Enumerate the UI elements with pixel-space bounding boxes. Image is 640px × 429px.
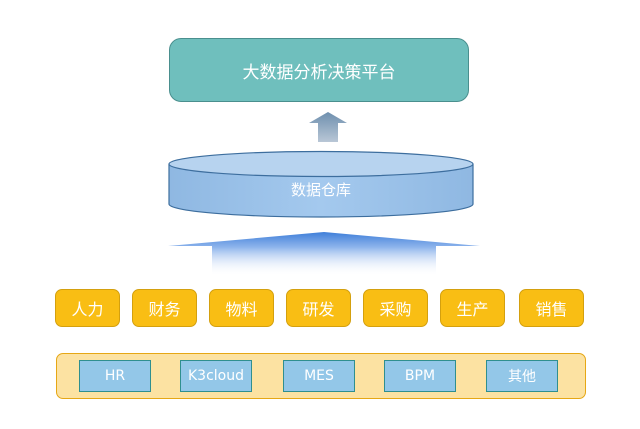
source-system-label: 其他: [508, 369, 536, 385]
source-system-label: K3cloud: [188, 368, 244, 384]
category-label: 研发: [302, 300, 335, 319]
data-flow-arrow-icon: [168, 232, 480, 276]
source-system-box: MES: [283, 360, 355, 392]
source-system-label: BPM: [404, 368, 436, 384]
source-system-box: BPM: [384, 360, 456, 392]
source-system-label: MES: [304, 368, 334, 384]
category-label: 生产: [456, 300, 489, 319]
source-system-box: 其他: [486, 360, 558, 392]
category-label: 人力: [71, 300, 104, 319]
up-arrow-icon: [309, 112, 347, 142]
category-label: 采购: [379, 300, 412, 319]
decision-platform-label: 大数据分析决策平台: [242, 62, 396, 83]
source-system-label: HR: [104, 368, 126, 384]
decision-platform-box: 大数据分析决策平台: [169, 38, 469, 102]
category-finance-box: 财务: [132, 289, 197, 327]
category-materials-box: 物料: [209, 289, 274, 327]
category-sales-box: 销售: [519, 289, 584, 327]
source-system-box: HR: [79, 360, 151, 392]
category-rd-box: 研发: [286, 289, 351, 327]
source-system-box: K3cloud: [180, 360, 252, 392]
category-label: 财务: [148, 300, 181, 319]
category-hr-box: 人力: [55, 289, 120, 327]
category-production-box: 生产: [440, 289, 505, 327]
data-warehouse-cylinder: [168, 150, 474, 218]
data-warehouse-label: 数据仓库: [290, 181, 351, 199]
category-label: 销售: [535, 300, 568, 319]
category-procurement-box: 采购: [363, 289, 428, 327]
category-label: 物料: [225, 300, 258, 319]
